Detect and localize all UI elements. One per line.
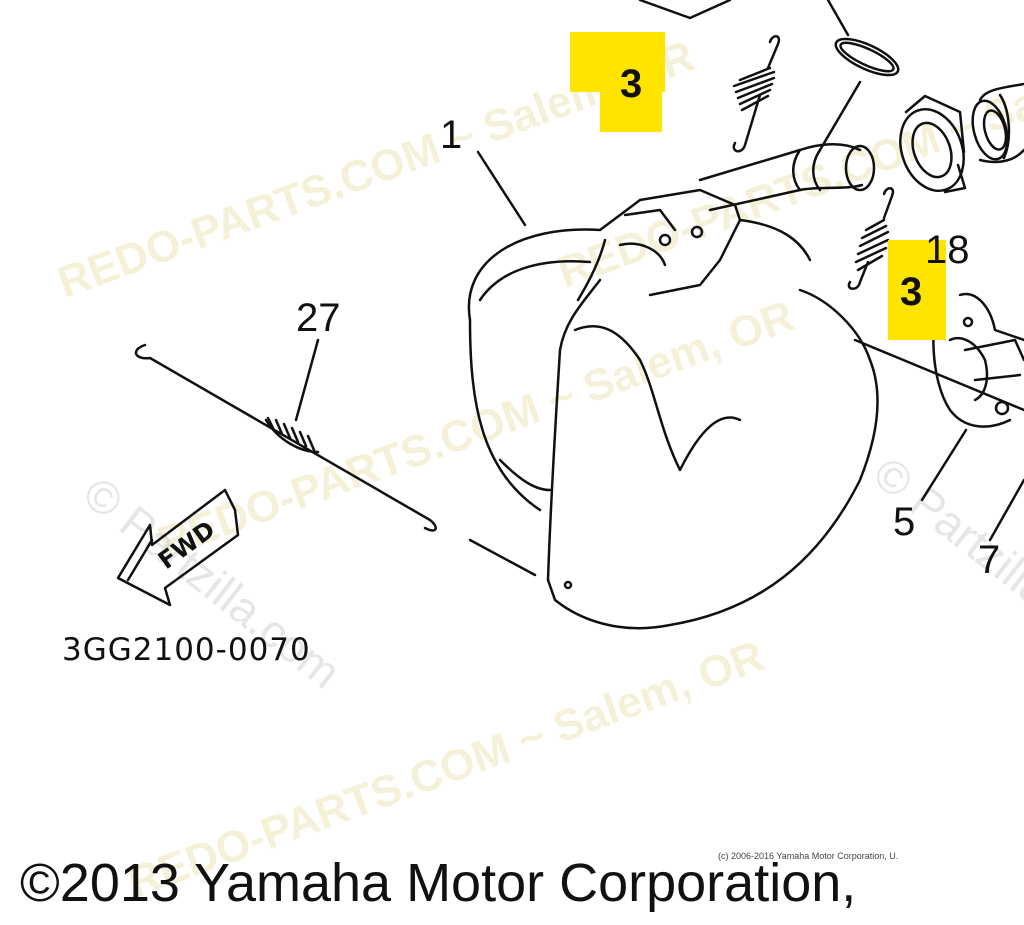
spring-upper-shape [732,35,781,153]
o-ring-shape [834,37,900,77]
muffler-body-shape [467,188,879,630]
callout-1: 1 [440,113,463,157]
diagram-number: 3GG2100-0070 [62,632,311,668]
spring-lower-shape [847,187,895,290]
hose-stub-shape [971,82,1024,164]
callout-18: 18 [925,228,970,272]
callout-7: 7 [978,538,1001,582]
copyright-small: (c) 2006-2016 Yamaha Motor Corporation, … [718,851,899,861]
callout-3-upper: 3 [620,62,643,106]
inlet-pipe-shape [698,143,876,212]
highlight-upper-tail [600,88,662,132]
callout-5: 5 [893,500,916,544]
fwd-label: FWD [153,515,220,575]
highlight-lower [888,240,946,340]
fwd-arrow-shape [116,488,240,607]
highlight-upper [570,32,665,92]
copyright-main: ©2013 Yamaha Motor Corporation, [20,853,857,913]
clamp-shape [899,94,967,194]
rod-27-shape [134,343,437,532]
callout-27: 27 [296,296,341,340]
callout-3-lower: 3 [900,270,923,314]
